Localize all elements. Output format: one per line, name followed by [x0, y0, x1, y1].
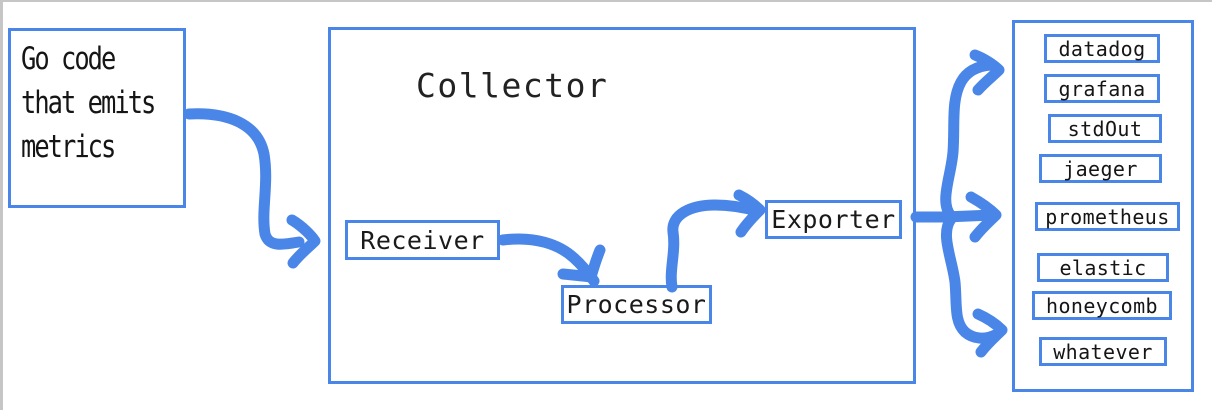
processor-box: Processor: [561, 285, 712, 324]
backend-box-prometheus: prometheus: [1035, 202, 1180, 231]
backend-box-whatever: whatever: [1039, 337, 1167, 366]
backend-box-jaeger: jaeger: [1039, 154, 1162, 183]
exporter-box: Exporter: [765, 200, 902, 239]
backend-box-stdOut: stdOut: [1048, 114, 1162, 143]
backend-box-elastic: elastic: [1037, 253, 1169, 282]
backend-box-honeycomb: honeycomb: [1032, 291, 1172, 320]
source-code-box: Go code that emits metrics: [8, 28, 186, 208]
backend-box-grafana: grafana: [1044, 74, 1160, 103]
source-code-label: Go code that emits metrics: [21, 41, 156, 166]
arrow-source-to-receiver: [183, 108, 321, 269]
backend-box-datadog: datadog: [1044, 34, 1160, 63]
arrow-exporter-fan: [910, 49, 1008, 358]
collector-title: Collector: [416, 66, 609, 105]
receiver-box: Receiver: [345, 220, 500, 260]
